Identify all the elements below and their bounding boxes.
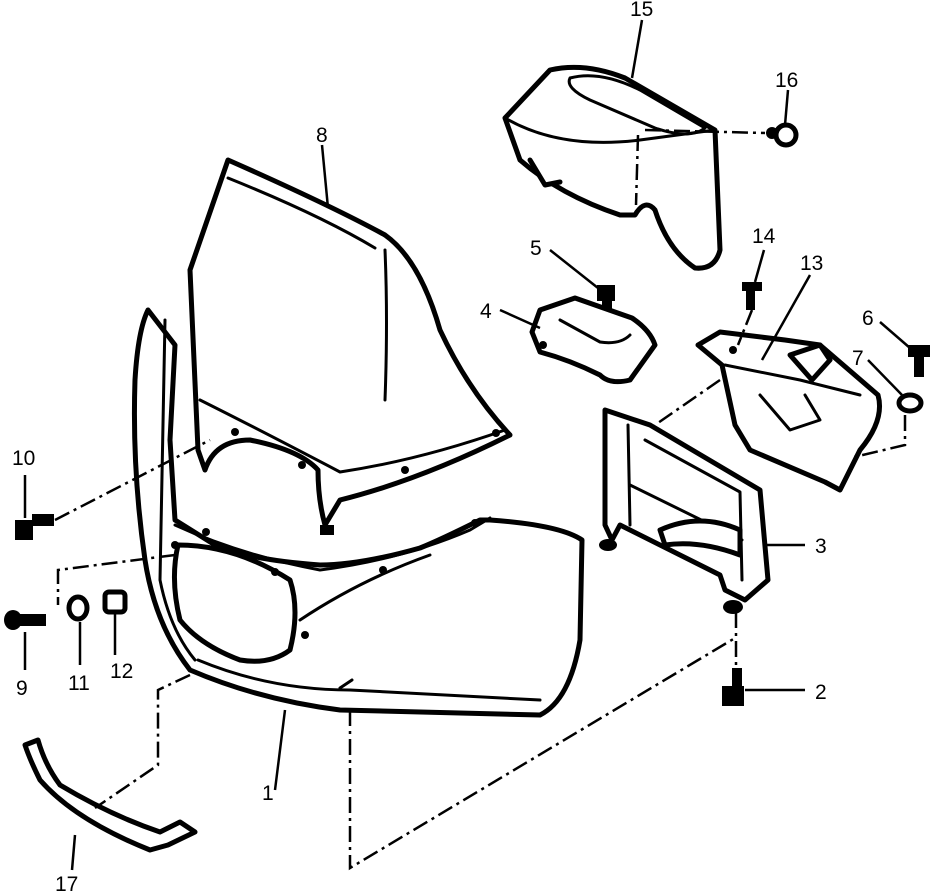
part-11-grommet [66,594,90,622]
part-13-bracket [695,329,882,493]
part-8-windscreen [187,157,513,535]
callout-13: 13 [800,252,823,275]
callout-11: 11 [68,672,90,695]
part-15-meter-cover [502,64,723,271]
part-1-fairing [131,307,585,718]
callout-14: 14 [752,225,776,248]
part-12-nut [102,589,128,615]
callout-16: 16 [775,69,798,92]
part-3-stay [599,407,771,614]
part-6-bolt [908,345,930,377]
callout-1: 1 [262,782,274,805]
callout-6: 6 [862,307,874,330]
callout-4: 4 [480,300,492,323]
part-14-screw [742,282,762,310]
callout-2: 2 [815,681,827,704]
callout-17: 17 [55,873,78,894]
callout-7: 7 [852,347,864,370]
callout-12: 12 [110,660,133,683]
callout-10: 10 [12,447,35,470]
leader-lines [23,19,911,871]
assembly-lines [54,128,907,871]
callout-3: 3 [815,535,827,558]
callout-15: 15 [630,0,653,21]
part-2-bolt [722,668,744,706]
callout-9: 9 [16,677,28,700]
callout-5: 5 [530,237,542,260]
part-5-bolt [597,285,615,310]
part-7-washer [896,392,924,414]
part-16-grommet [766,122,799,148]
callout-labels: 1 2 3 4 5 6 7 8 9 10 11 12 13 14 15 16 1… [12,0,874,894]
part-4-bracket [529,295,658,385]
part-17-trim-strip [22,737,198,853]
callout-8: 8 [316,124,328,147]
part-10-screw [15,514,54,540]
part-9-screw [4,610,46,630]
